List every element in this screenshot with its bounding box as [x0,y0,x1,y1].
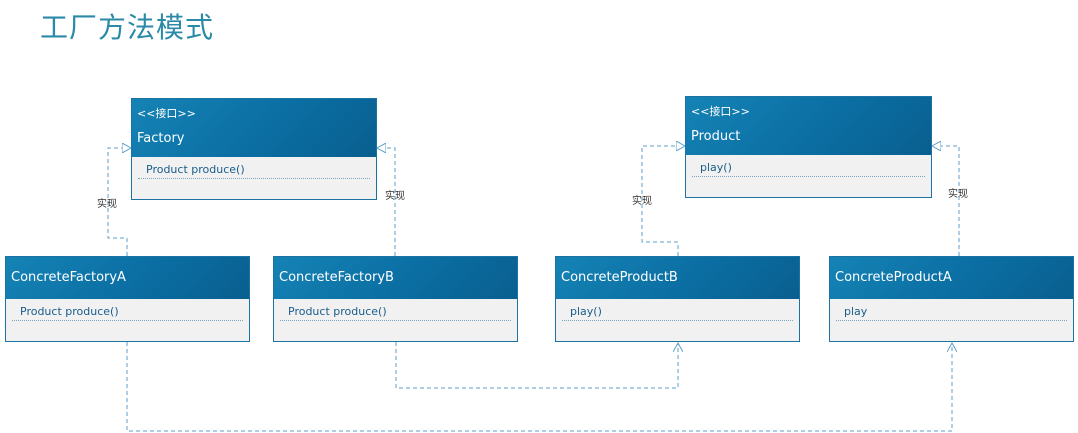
concrete-factory-a-name: ConcreteFactoryA [11,270,126,285]
product-divider [692,176,925,177]
product-stereotype: <<接口>> [691,105,750,118]
dependency-factoryA-productA-connector [126,342,952,432]
product-header: <<接口>> Product [686,97,931,155]
concrete-factory-a-header: ConcreteFactoryA [6,257,249,299]
concrete-factory-a-box[interactable]: ConcreteFactoryA Product produce() [5,256,250,342]
realize-label-productB: 实现 [632,196,652,207]
concrete-factory-b-name: ConcreteFactoryB [279,270,394,285]
concrete-factory-b-box[interactable]: ConcreteFactoryB Product produce() [273,256,518,342]
concrete-factory-b-operation: Product produce() [288,305,387,318]
factory-stereotype: <<接口>> [137,107,196,120]
concrete-factory-b-divider [280,320,511,321]
factory-operation: Product produce() [146,163,245,176]
product-name: Product [691,129,741,144]
realize-label-productA: 实现 [948,189,968,200]
realize-label-factoryB: 实现 [385,191,405,202]
realize-factoryB-connector [377,148,396,256]
concrete-product-b-box[interactable]: ConcreteProductB play() [555,256,800,342]
product-interface-box[interactable]: <<接口>> Product play() [685,96,932,198]
realize-label-factoryA: 实现 [97,199,117,210]
diagram-title: 工厂方法模式 [40,11,215,44]
concrete-product-b-header: ConcreteProductB [556,257,799,299]
factory-interface-box[interactable]: <<接口>> Factory Product produce() [131,98,377,200]
factory-divider [138,178,370,179]
realize-productB-connector [641,146,685,256]
concrete-product-b-operation: play() [570,305,602,318]
concrete-product-b-name: ConcreteProductB [561,270,678,285]
product-operation: play() [700,161,732,174]
dependency-factoryB-productB-connector [395,342,678,389]
factory-name: Factory [137,131,185,146]
concrete-factory-b-header: ConcreteFactoryB [274,257,517,299]
concrete-factory-a-operation: Product produce() [20,305,119,318]
concrete-product-b-divider [562,320,793,321]
concrete-product-a-operation: play [844,305,868,318]
realize-factoryA-connector [107,148,131,256]
concrete-product-a-header: ConcreteProductA [830,257,1073,299]
realize-productA-connector [932,146,960,256]
concrete-factory-a-divider [12,320,243,321]
concrete-product-a-name: ConcreteProductA [835,270,952,285]
concrete-product-a-divider [836,320,1067,321]
factory-header: <<接口>> Factory [132,99,376,157]
concrete-product-a-box[interactable]: ConcreteProductA play [829,256,1074,342]
